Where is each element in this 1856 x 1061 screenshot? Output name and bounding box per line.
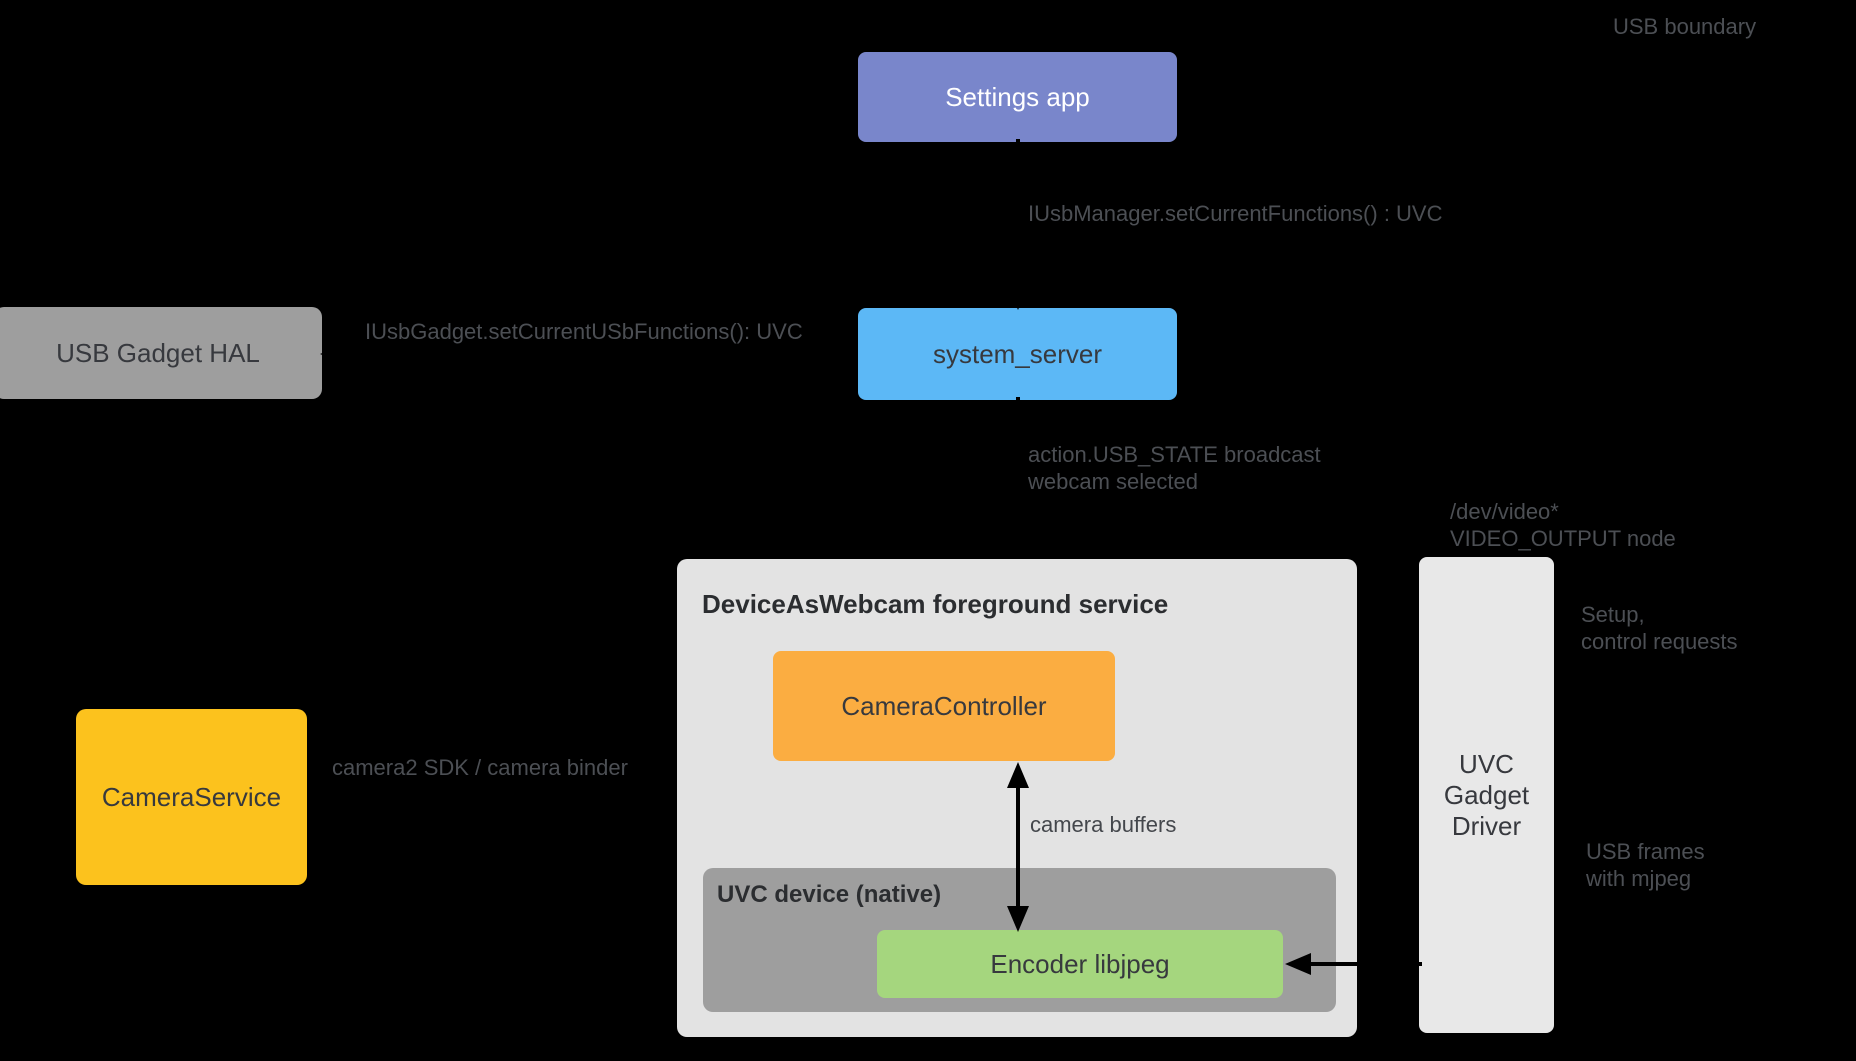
dev-video-line2: VIDEO_OUTPUT node [1450,526,1676,551]
settings-app-label: Settings app [945,81,1090,112]
uvc-gadget-driver-line1: UVC [1459,748,1514,779]
camera-buffers-label: camera buffers [1030,812,1177,837]
camera-controller-label: CameraController [841,690,1047,721]
arrow-settings-to-systemserver [1007,139,1029,310]
camera-service-node: CameraService [76,709,307,885]
settings-app-node: Settings app [858,52,1177,142]
setup-control-requests-label: Setup, control requests [1581,601,1738,655]
usb-gadget-hal-node: USB Gadget HAL [0,307,322,399]
usb-frames-label: USB frames with mjpeg [1586,838,1705,892]
system-server-node: system_server [858,308,1177,400]
usb-frames-line2: with mjpeg [1586,866,1692,891]
encoder-libjpeg-node: Encoder libjpeg [877,930,1283,998]
camera2-sdk-label: camera2 SDK / camera binder [332,755,628,780]
deviceaswebcam-service-title: DeviceAsWebcam foreground service [702,589,1169,619]
usb-state-broadcast-label: action.USB_STATE broadcast webcam select… [1028,441,1321,495]
system-server-label: system_server [932,338,1103,369]
iusbmanager-call-label: IUsbManager.setCurrentFunctions() : UVC [1028,201,1443,226]
uvc-gadget-driver-line2: Gadget [1443,779,1530,810]
uvc-gadget-driver-line3: Driver [1451,810,1522,841]
usb-state-broadcast-line2: webcam selected [1028,469,1198,494]
arrow-service-to-cameraservice [311,786,677,808]
uvc-device-native-title: UVC device (native) [717,881,942,908]
iusbgadget-call-label: IUsbGadget.setCurrentUSbFunctions(): UVC [365,319,803,344]
setup-control-line1: Setup, [1581,602,1645,627]
usb-state-broadcast-line1: action.USB_STATE broadcast [1028,442,1321,467]
camera-service-label: CameraService [101,781,282,812]
arrow-systemserver-to-hal [320,343,858,365]
dev-video-node-label: /dev/video* VIDEO_OUTPUT node [1450,498,1676,552]
camera-controller-node: CameraController [773,651,1115,761]
encoder-libjpeg-label: Encoder libjpeg [990,948,1170,979]
usb-gadget-hal-label: USB Gadget HAL [56,337,260,368]
usb-frames-line1: USB frames [1586,839,1705,864]
uvc-gadget-driver-node: UVC Gadget Driver [1419,557,1554,1033]
arrow-systemserver-to-service [1007,397,1029,556]
usb-boundary-label: USB boundary [1613,14,1757,39]
setup-control-line2: control requests [1581,629,1738,654]
dev-video-line1: /dev/video* [1450,499,1559,524]
